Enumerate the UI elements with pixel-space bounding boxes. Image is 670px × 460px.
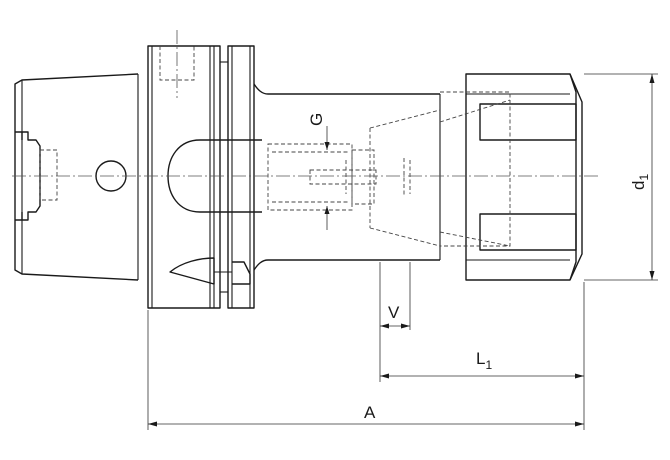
label-a: A bbox=[364, 403, 376, 422]
label-l1: L1 bbox=[476, 349, 492, 372]
neck-body bbox=[253, 83, 441, 271]
dimension-d1: d1 bbox=[584, 73, 658, 281]
taper-shank bbox=[14, 73, 139, 281]
label-g: G bbox=[307, 113, 326, 126]
hidden-bore bbox=[267, 109, 441, 247]
dimension-a: A bbox=[147, 310, 584, 430]
clamping-nut bbox=[439, 73, 583, 281]
dimension-g: G bbox=[307, 113, 330, 230]
label-v: V bbox=[388, 303, 400, 322]
dimension-l1: L1 bbox=[380, 282, 585, 430]
flange-cutaway bbox=[169, 257, 251, 285]
label-d1: d1 bbox=[629, 174, 651, 190]
dimension-v: V bbox=[379, 262, 411, 382]
flange bbox=[147, 30, 255, 309]
